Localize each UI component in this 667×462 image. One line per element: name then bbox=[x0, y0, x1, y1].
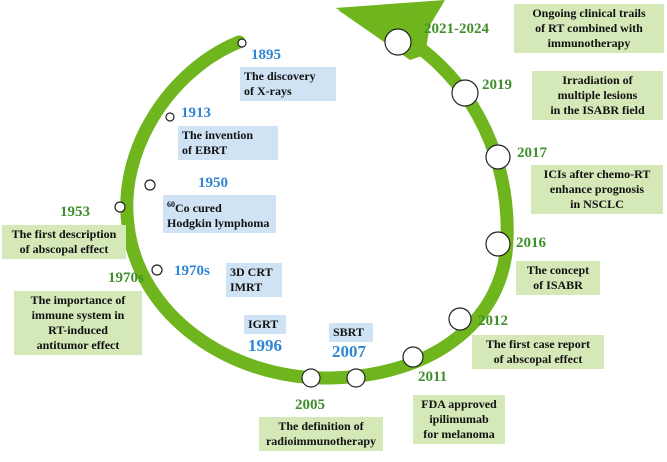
event-2016: The concept of ISABR bbox=[516, 261, 600, 295]
event-2012: The first case report of abscopal effect bbox=[472, 335, 604, 369]
marker-2005 bbox=[301, 368, 321, 388]
event-1913-line-1: The invention bbox=[182, 128, 254, 142]
event-2011-line-1: FDA approved bbox=[421, 397, 497, 411]
event-2021-2024-line-2: of RT combined with bbox=[535, 21, 643, 35]
event-1950-line-1-text: Co cured bbox=[175, 201, 222, 215]
marker-2019 bbox=[451, 79, 479, 107]
event-1953-line-1: The first description bbox=[11, 227, 117, 241]
event-1953: The first description of abscopal effect bbox=[2, 225, 126, 259]
year-2016: 2016 bbox=[516, 235, 546, 251]
year-1953: 1953 bbox=[60, 204, 90, 220]
year-1950: 1950 bbox=[198, 175, 228, 191]
year-1996: 1996 bbox=[248, 336, 282, 355]
event-1996-line-1: IGRT bbox=[248, 317, 279, 331]
marker-1950 bbox=[144, 179, 156, 191]
event-1970s-blue-line-2: IMRT bbox=[230, 280, 263, 294]
event-1970s-green-line-3: RT-induced bbox=[48, 323, 108, 337]
marker-2016 bbox=[485, 231, 511, 257]
event-1953-line-2: of abscopal effect bbox=[19, 242, 109, 256]
event-2017-line-2: enhance prognosis bbox=[549, 182, 645, 196]
event-1895-line-2: of X-rays bbox=[244, 84, 292, 98]
event-1996: IGRT bbox=[244, 315, 286, 334]
event-2019: Irradiation of multiple lesions in the I… bbox=[532, 71, 663, 120]
timeline-arc-band bbox=[120, 35, 514, 385]
marker-2021-2024 bbox=[384, 28, 412, 56]
event-2021-2024-line-3: immunotherapy bbox=[547, 36, 631, 50]
year-1970s-green: 1970s bbox=[108, 270, 144, 286]
year-1970s-blue: 1970s bbox=[174, 263, 210, 279]
event-1970s-green-line-1: The importance of bbox=[30, 293, 126, 307]
year-1913: 1913 bbox=[181, 105, 211, 121]
year-2005: 2005 bbox=[295, 397, 325, 413]
marker-1970s bbox=[151, 264, 163, 276]
event-2005: The definition of radioimmunotherapy bbox=[259, 417, 383, 451]
event-1950-superscript: 60 bbox=[167, 200, 175, 209]
event-2005-line-2: radioimmunotherapy bbox=[265, 434, 376, 448]
event-2019-line-2: multiple lesions bbox=[557, 88, 638, 102]
event-2021-2024-line-1: Ongoing clinical trails bbox=[532, 6, 646, 20]
event-2007: SBRT bbox=[329, 323, 373, 342]
event-1950-line-2: Hodgkin lymphoma bbox=[167, 216, 270, 230]
event-2017-line-3: in NSCLC bbox=[570, 197, 624, 211]
event-2019-line-1: Irradiation of bbox=[562, 73, 633, 87]
event-2011: FDA approved ipilimumab for melanoma bbox=[413, 395, 505, 444]
event-1950-line-1: 60Co cured bbox=[167, 197, 272, 216]
event-1970s-green-line-4: antitumor effect bbox=[36, 338, 120, 352]
event-2012-line-1: The first case report bbox=[485, 337, 591, 351]
year-2007: 2007 bbox=[332, 342, 366, 361]
marker-1895 bbox=[237, 38, 247, 48]
year-2017: 2017 bbox=[517, 145, 547, 161]
event-2017: ICIs after chemo-RT enhance prognosis in… bbox=[531, 165, 663, 214]
marker-1913 bbox=[165, 112, 175, 122]
event-1913-line-2: of EBRT bbox=[182, 143, 228, 157]
event-1895: The discovery of X-rays bbox=[240, 67, 336, 101]
event-1970s-blue-line-1: 3D CRT bbox=[230, 265, 273, 279]
event-2007-line-1: SBRT bbox=[333, 325, 364, 339]
year-1895: 1895 bbox=[251, 47, 281, 63]
marker-2011 bbox=[402, 346, 424, 368]
year-2011: 2011 bbox=[418, 369, 448, 385]
event-2016-line-1: The concept bbox=[526, 263, 590, 277]
event-1913: The invention of EBRT bbox=[178, 126, 278, 160]
year-2021-2024: 2021-2024 bbox=[424, 21, 489, 37]
marker-1953 bbox=[114, 201, 126, 213]
event-2012-line-2: of abscopal effect bbox=[493, 352, 583, 366]
event-1970s-blue: 3D CRT IMRT bbox=[226, 263, 282, 297]
event-1950: 60Co cured Hodgkin lymphoma bbox=[163, 195, 276, 233]
timeline-arrow-head-fill bbox=[338, 10, 432, 60]
event-1970s-green-line-2: immune system in bbox=[31, 308, 125, 322]
marker-2007 bbox=[346, 368, 366, 388]
event-2011-line-2: ipilimumab bbox=[429, 412, 489, 426]
event-2019-line-3: in the ISABR field bbox=[550, 103, 645, 117]
event-2005-line-1: The definition of bbox=[278, 419, 364, 433]
event-2017-line-1: ICIs after chemo-RT bbox=[543, 167, 651, 181]
marker-2012 bbox=[448, 307, 472, 331]
event-1970s-green: The importance of immune system in RT-in… bbox=[14, 291, 142, 355]
year-2012: 2012 bbox=[478, 313, 508, 329]
event-2016-line-2: of ISABR bbox=[533, 278, 583, 292]
marker-2017 bbox=[485, 144, 511, 170]
event-2011-line-3: for melanoma bbox=[423, 427, 495, 441]
event-2021-2024: Ongoing clinical trails of RT combined w… bbox=[514, 4, 664, 53]
year-2019: 2019 bbox=[482, 77, 512, 93]
event-1895-line-1: The discovery bbox=[244, 69, 316, 83]
